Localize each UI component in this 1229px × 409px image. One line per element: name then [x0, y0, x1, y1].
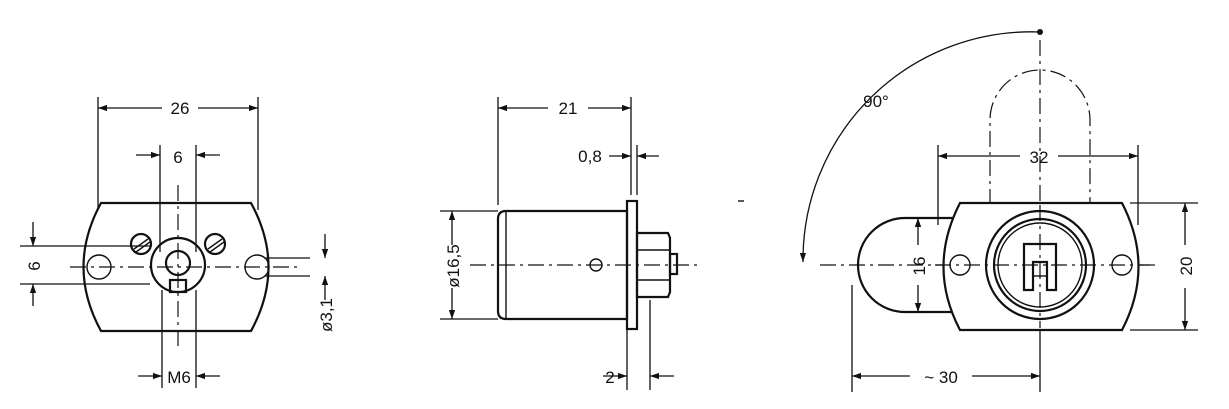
- rear-rotation-arc: [799, 31, 1041, 263]
- side-body-hole: [589, 258, 603, 272]
- side-view: 21 0,8 ø16,5 2: [440, 97, 700, 390]
- rear-cam: [856, 216, 982, 314]
- rear-plate-outline: [942, 201, 1140, 332]
- rear-mounting-hole-left: [949, 254, 971, 276]
- dim-label-26: 26: [171, 99, 190, 118]
- rear-cylinder-outer: [984, 209, 1096, 321]
- side-nut: [635, 231, 672, 299]
- rear-keyway: [1022, 242, 1058, 292]
- dim-label-16: 16: [910, 257, 929, 276]
- front-mounting-hole-right: [244, 254, 270, 280]
- rear-mounting-hole-right: [1111, 254, 1133, 276]
- rear-view: 90° 32 16 20 ~ 30: [799, 29, 1198, 392]
- dim-label-20: 20: [1177, 257, 1196, 276]
- dim-label-0-8: 0,8: [578, 147, 602, 166]
- front-pin-left: [129, 232, 153, 256]
- front-mounting-hole-left: [86, 254, 112, 280]
- dim-label-2: 2: [605, 368, 614, 387]
- dim-label-32: 32: [1030, 148, 1049, 167]
- dim-label-21: 21: [559, 99, 578, 118]
- front-cylinder-inner: [164, 249, 192, 277]
- dim-label-approx-30: ~ 30: [924, 368, 958, 387]
- dim-label-dia-3-1: ø3,1: [317, 298, 336, 332]
- front-pin-right: [203, 232, 227, 256]
- dim-label-90-deg: 90°: [863, 92, 889, 111]
- front-view: 26 6 6 ø3,1 M6: [20, 97, 336, 388]
- dim-label-6-top: 6: [173, 148, 182, 167]
- side-shaft-tip: [668, 252, 679, 276]
- rear-cylinder-inner: [992, 217, 1088, 313]
- dim-label-dia-16-5: ø16,5: [444, 244, 463, 287]
- dim-label-6-left: 6: [25, 261, 44, 270]
- dim-label-m6: M6: [167, 368, 191, 387]
